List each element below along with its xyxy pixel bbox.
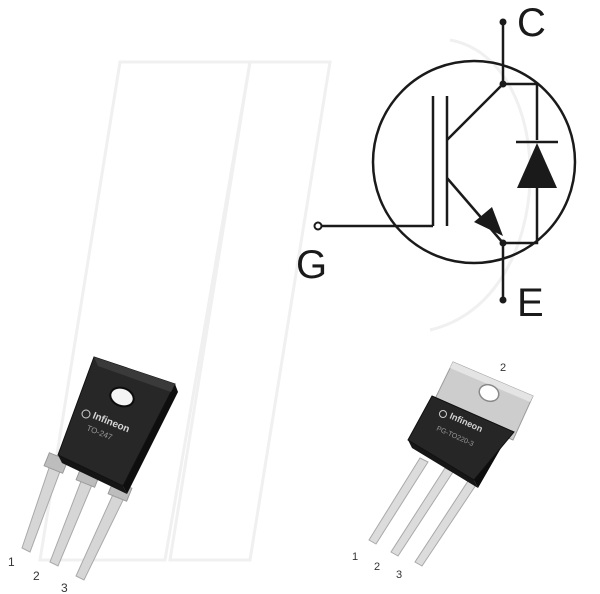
diode-triangle-icon <box>517 143 557 188</box>
collector-diagonal <box>446 83 504 141</box>
gate-label: G <box>296 243 327 287</box>
collector-junction-dot <box>499 80 507 88</box>
package-right-body <box>407 395 515 481</box>
package-left-leads <box>21 461 127 581</box>
package-left-pin-3: 3 <box>61 581 68 594</box>
package-right-pin-3: 3 <box>396 569 402 581</box>
package-left-logo-icon <box>81 409 91 419</box>
package-right-logo-icon <box>439 410 447 418</box>
package-left-pin-2: 2 <box>33 569 40 583</box>
emitter-junction-dot <box>499 239 507 247</box>
diode-lower-rail <box>503 188 539 245</box>
emitter-terminal-dot <box>499 296 507 304</box>
package-right-to220: Infineon PG-TO220-3 2 1 2 3 <box>352 361 534 581</box>
collector-label: C <box>517 1 546 45</box>
package-right-mounting-hole <box>478 383 500 403</box>
collector-terminal-dot <box>499 18 507 26</box>
package-right-pin-1: 1 <box>352 551 358 563</box>
package-right-metal-tab <box>431 361 534 441</box>
emitter-diagonal <box>446 177 504 244</box>
igbt-symbol <box>318 22 577 300</box>
package-right-tab-label: 2 <box>500 362 506 374</box>
diode-upper-rail <box>503 82 539 140</box>
package-left-pin-1: 1 <box>8 555 15 569</box>
package-left-to247: Infineon TO-247 1 2 3 <box>8 356 178 594</box>
terminal-dots <box>499 18 507 304</box>
package-left-body-side <box>123 384 178 494</box>
emitter-label: E <box>517 281 544 325</box>
symbol-enclosure-circle <box>371 59 577 265</box>
package-right-pin-2: 2 <box>374 561 380 573</box>
package-left-mounting-hole <box>109 386 135 408</box>
package-right-leads <box>368 457 479 567</box>
gate-terminal-dot <box>313 221 323 231</box>
emitter-arrow-icon <box>474 207 503 236</box>
